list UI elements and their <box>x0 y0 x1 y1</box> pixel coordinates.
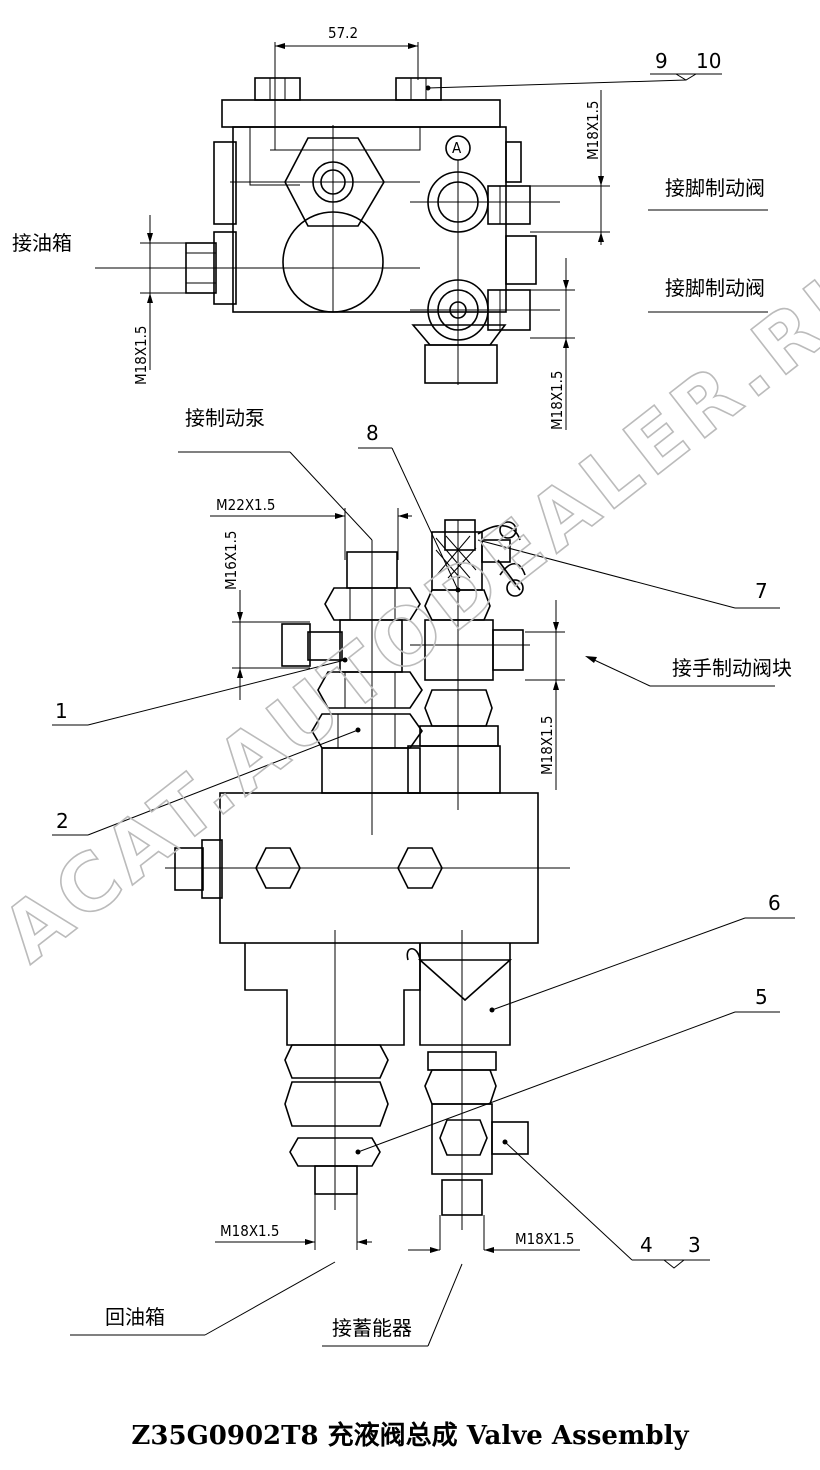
top-view: 57.2 A M18X1. <box>12 24 768 430</box>
dim-side-thread: M16X1.5 <box>222 530 240 590</box>
dim-top-left-thread: M18X1.5 <box>132 325 150 385</box>
page-title: Z35G0902T8 充液阀总成 Valve Assembly <box>131 1421 689 1451</box>
label-brake-pump: 接制动泵 <box>185 406 265 430</box>
callout-3: 3 <box>688 1233 701 1257</box>
callout-4: 4 <box>640 1233 653 1257</box>
view-a-label: A <box>452 139 462 157</box>
watermark: ACAT.AUTODEALER.RU <box>0 239 820 980</box>
label-accumulator: 接蓄能器 <box>332 1316 412 1340</box>
callout-8: 8 <box>366 421 379 445</box>
callout-1: 1 <box>55 699 68 723</box>
callout-2: 2 <box>56 809 69 833</box>
dim-top-right-lower-thread: M18X1.5 <box>548 370 566 430</box>
label-return-tank: 回油箱 <box>105 1305 165 1329</box>
dim-pump-thread: M22X1.5 <box>216 496 276 514</box>
label-hand-brake-block: 接手制动阀块 <box>672 656 792 680</box>
callout-5: 5 <box>755 985 768 1009</box>
callout-9: 9 <box>655 49 668 73</box>
dim-accumulator-thread: M18X1.5 <box>515 1230 575 1248</box>
label-oil-tank: 接油箱 <box>12 231 72 255</box>
dim-top-width: 57.2 <box>328 24 358 42</box>
callout-6: 6 <box>768 891 781 915</box>
label-foot-brake-2: 接脚制动阀 <box>665 276 765 300</box>
dim-hand-valve-thread: M18X1.5 <box>538 715 556 775</box>
callout-10: 10 <box>696 49 721 73</box>
label-foot-brake-1: 接脚制动阀 <box>665 176 765 200</box>
dim-return-thread: M18X1.5 <box>220 1222 280 1240</box>
callout-7: 7 <box>755 579 768 603</box>
dim-top-right-thread: M18X1.5 <box>584 100 602 160</box>
front-view: 接制动泵 8 M22X1.5 M16X1.5 <box>52 406 795 1347</box>
